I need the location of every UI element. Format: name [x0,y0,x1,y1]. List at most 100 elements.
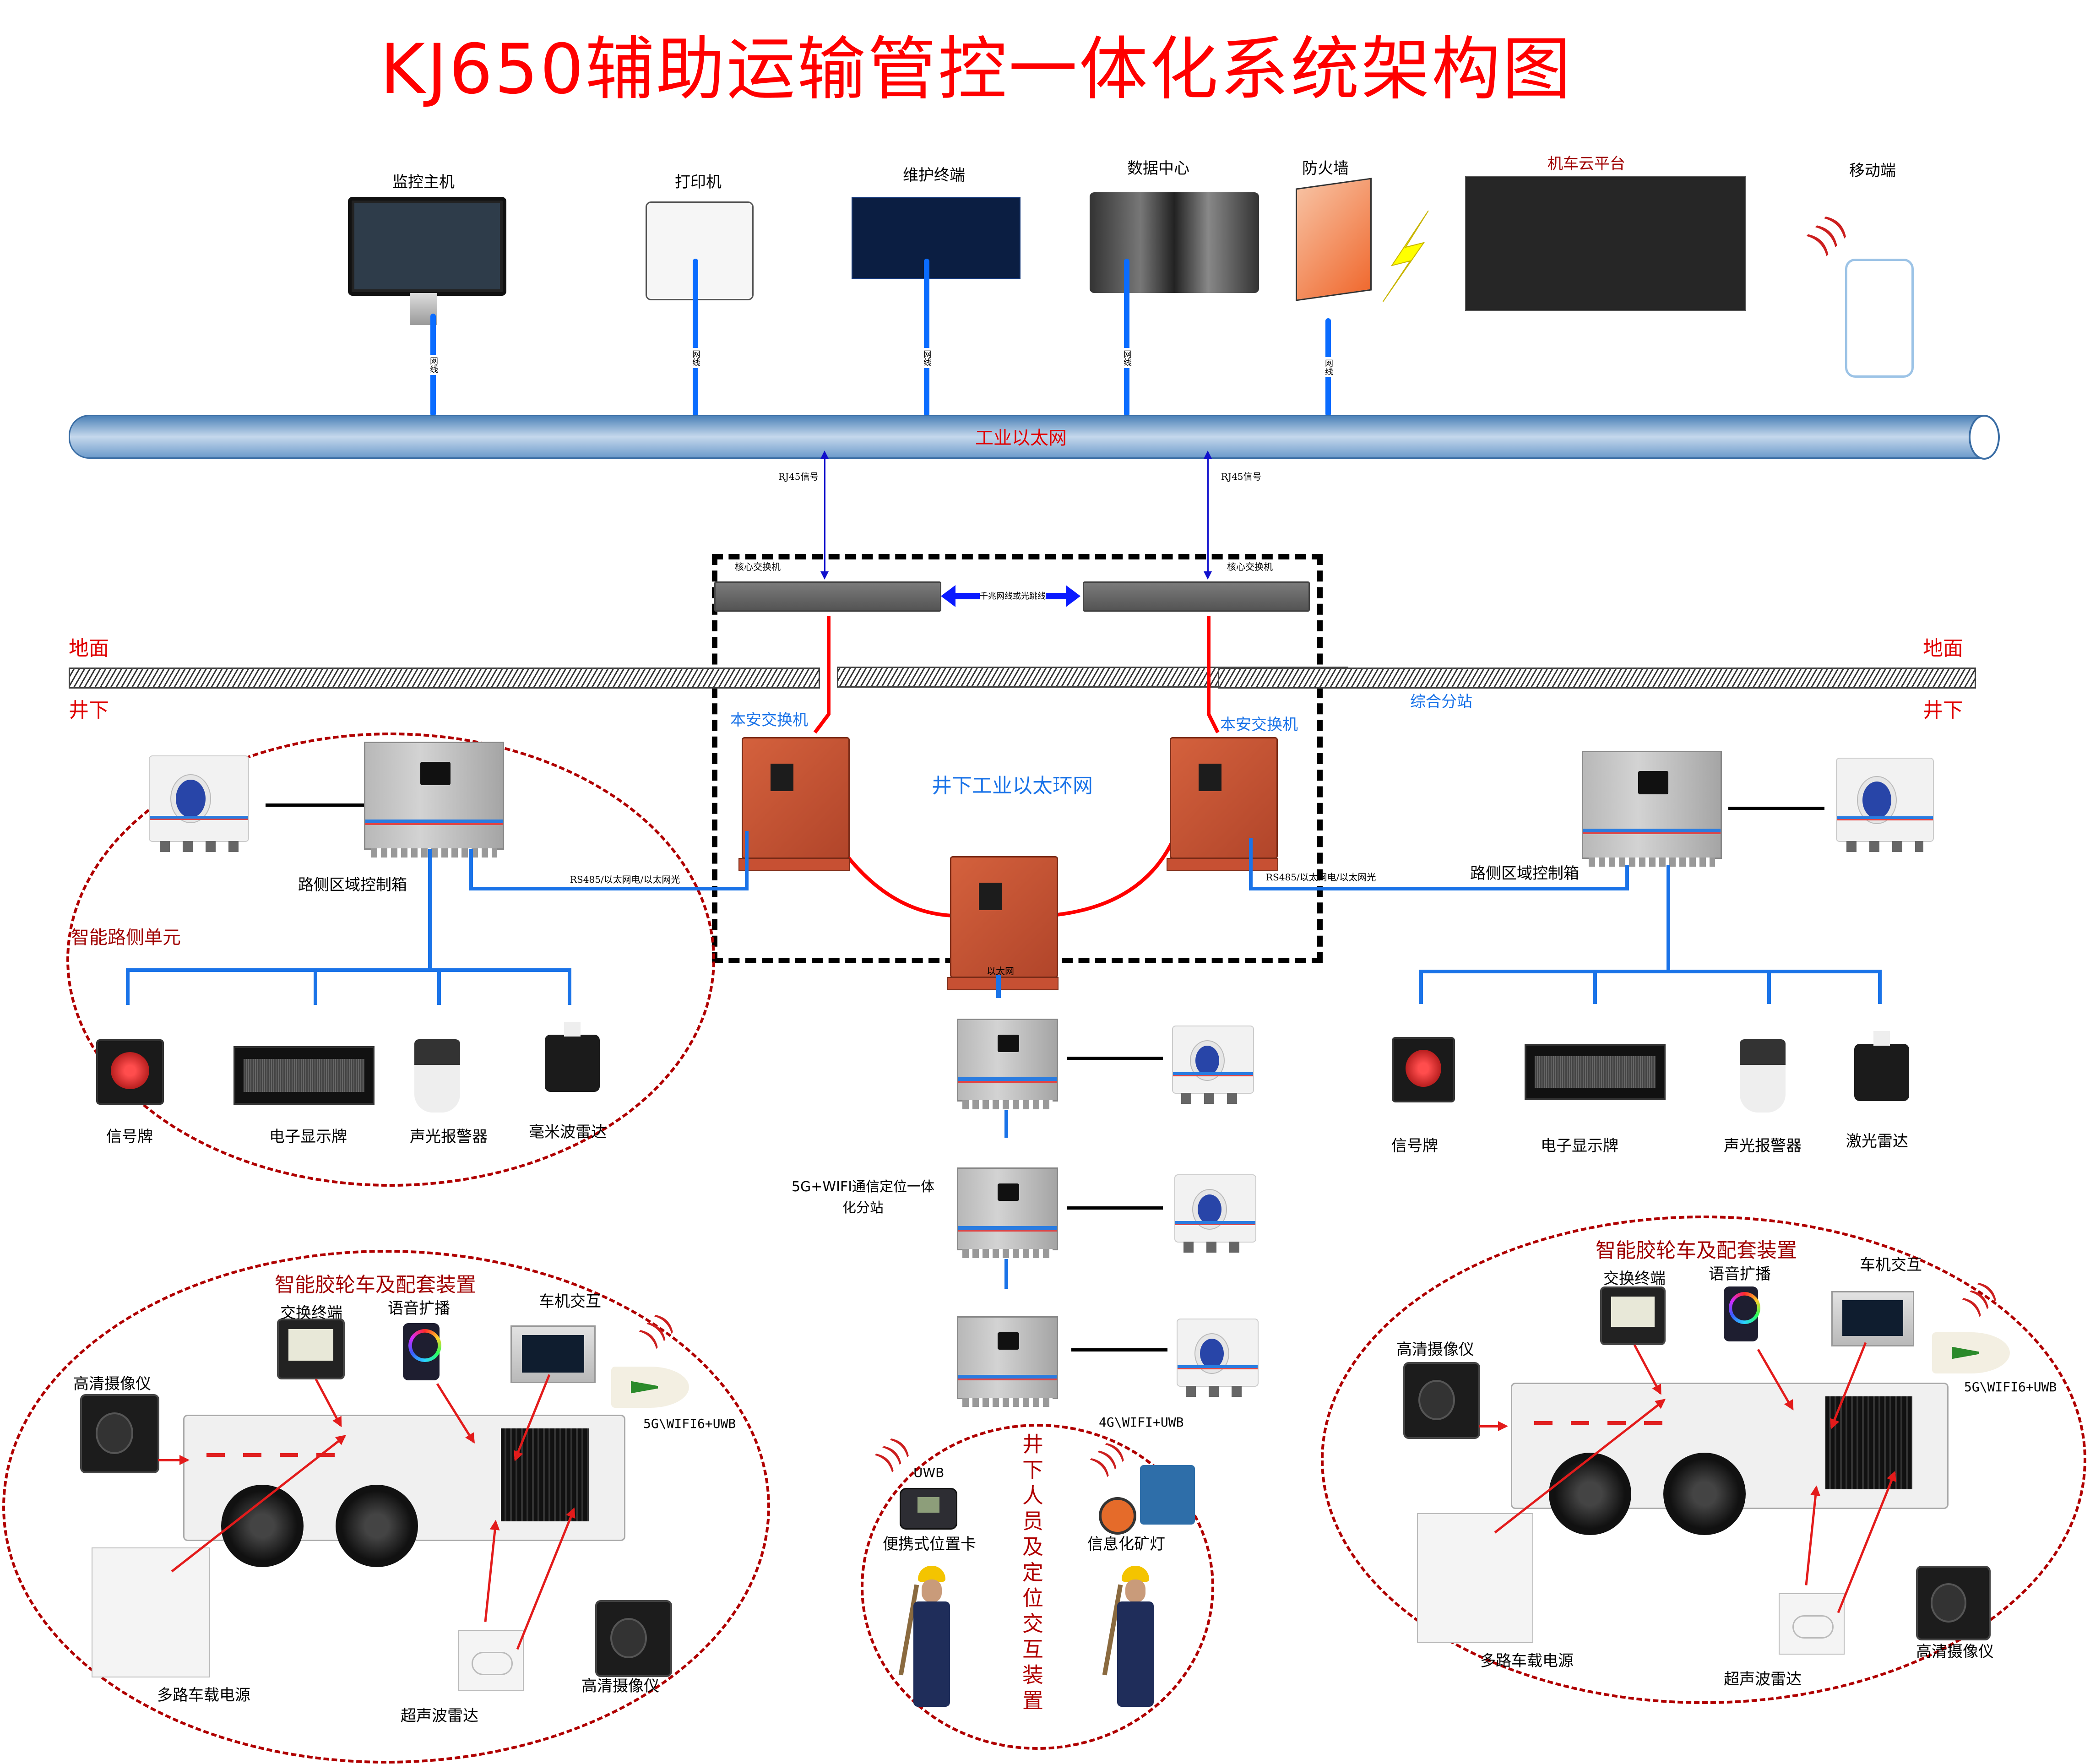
roadside-box-label-right: 路侧区域控制箱 [1470,864,1579,883]
switch-terminal-label-right: 交换终端 [1603,1270,1666,1288]
core-switch-right[interactable] [1083,581,1310,612]
firewall-label: 防火墙 [1302,159,1349,178]
camera-label-left-1: 高清摄像仪 [73,1375,151,1393]
roadside-box-label-left: 路侧区域控制箱 [298,876,407,894]
cloud-platform-icon[interactable] [1465,176,1746,311]
ultrasonic-radar-icon [458,1630,524,1691]
wire-label: 网线 [1121,348,1133,368]
signal-board-icon [1392,1037,1455,1102]
alarm-icon [1740,1039,1786,1113]
wireless-label-right: 5G\WIFI6+UWB [1964,1379,2057,1395]
wire-label: 网线 [689,348,701,368]
ground-band [69,668,820,689]
power-supply-icon [1417,1513,1533,1643]
vehicle-zone-right [1321,1216,2086,1704]
worker-figure [1102,1566,1163,1712]
printer-label: 打印机 [675,173,722,191]
safety-switch-label-left: 本安交换机 [730,711,808,729]
right-device-label-4: 激光雷达 [1846,1132,1908,1151]
mobile-phone-icon[interactable] [1845,259,1914,378]
power-label-right: 多路车载电源 [1480,1652,1574,1670]
roadside-control-box-right[interactable] [1582,751,1722,867]
voice-speaker-icon [403,1323,440,1380]
junction-box-left[interactable] [149,755,249,852]
link-label-right: RS485/以太网电/以太网光 [1266,872,1376,883]
hd-camera-icon [80,1394,159,1473]
lightning-bolt-icon [1383,211,1429,302]
antenna-icon [611,1367,689,1408]
lamp-label: 信息化矿灯 [1087,1535,1165,1553]
vehicle-icon [1511,1383,1949,1535]
vehicle-title-left: 智能胶轮车及配套装置 [275,1273,476,1297]
led-display-icon [1525,1044,1666,1100]
hmi-label-right: 车机交互 [1860,1256,1922,1274]
left-device-label-4: 毫米波雷达 [529,1123,607,1141]
comm-substation-1[interactable] [957,1019,1058,1109]
mine-lamp-icon [1099,1465,1195,1535]
diagram-title: KJ650辅助运输管控一体化系统架构图 [380,30,1573,109]
ethernet-label: 以太网 [987,966,1014,977]
hd-camera-icon [595,1600,672,1677]
mmwave-radar-icon [545,1022,600,1092]
monitor-label: 监控主机 [392,173,455,191]
lidar-icon [1854,1031,1909,1101]
ground-band [1218,668,1976,689]
hd-camera-icon [1916,1566,1991,1640]
right-device-label-3: 声光报警器 [1724,1137,1802,1155]
comm-substation-3[interactable] [957,1316,1058,1407]
safety-switch-left[interactable] [738,737,850,871]
wire-label: 网线 [427,355,439,375]
core-switch-label-left: 核心交换机 [735,561,781,572]
junction-box-station-2[interactable] [1174,1174,1256,1253]
backbone-pipe-end [1969,415,2000,460]
safety-switch-label-right: 本安交换机 [1220,716,1298,734]
rj45-link-right [1204,450,1212,580]
vehicle-icon [183,1415,625,1567]
voice-broadcast-label-left: 语音扩播 [388,1299,450,1318]
dashboard-icon [852,197,1021,279]
camera-label-right-1: 高清摄像仪 [1396,1341,1474,1359]
maintenance-terminal-label: 维护终端 [903,166,965,185]
ultrasonic-radar-icon [1779,1593,1845,1655]
comm-substation-2[interactable] [957,1167,1058,1258]
underground-label-left: 井下 [69,699,109,722]
left-device-label-1: 信号牌 [106,1128,153,1146]
junction-box-station-3[interactable] [1177,1319,1259,1397]
rj45-label-left: RJ45信号 [778,471,819,482]
voice-broadcast-label-right: 语音扩播 [1709,1265,1771,1283]
antenna-icon [1932,1332,2010,1373]
card-tech-label: UWB [913,1465,945,1480]
roadside-control-box-left[interactable] [364,742,504,858]
safety-switch-right[interactable] [1167,737,1278,871]
core-switch-left[interactable] [714,581,941,612]
pointer-arrow [1479,1421,1508,1431]
monitor-icon [348,197,506,296]
power-supply-icon [92,1547,210,1677]
industrial-ethernet-backbone [69,415,1985,459]
led-display-icon [233,1046,375,1105]
ultrasonic-label-right: 超声波雷达 [1724,1670,1802,1688]
switch-terminal-icon [1600,1286,1666,1345]
ultrasonic-label-left: 超声波雷达 [401,1707,478,1725]
surface-label-right: 地面 [1923,637,1963,660]
safety-switch-bottom[interactable] [947,856,1059,990]
junction-box-station-1[interactable] [1172,1026,1254,1104]
vehicle-zone-left [2,1250,770,1764]
junction-box-right[interactable] [1836,758,1934,852]
link-label-left: RS485/以太网电/以太网光 [570,874,680,885]
lamp-tech-label: 4G\WIFI+UWB [1099,1415,1184,1430]
switch-link-label: 千兆网线或光跳线 [980,590,1046,602]
rj45-label-right: RJ45信号 [1221,471,1262,482]
substation-label: 综合分站 [1410,693,1472,711]
vehicle-title-right: 智能胶轮车及配套装置 [1596,1239,1797,1262]
pointer-arrow [158,1455,190,1465]
mobile-label: 移动端 [1849,162,1896,180]
roadside-unit-title-left: 智能路侧单元 [71,927,181,948]
personnel-zone [861,1424,1214,1750]
hmi-panel-icon [510,1325,596,1383]
switch-terminal-icon [277,1319,345,1379]
alarm-icon [414,1039,460,1113]
roadside-unit-zone-left [66,733,715,1187]
worker-figure [898,1566,959,1712]
hmi-label-left: 车机交互 [539,1292,601,1311]
